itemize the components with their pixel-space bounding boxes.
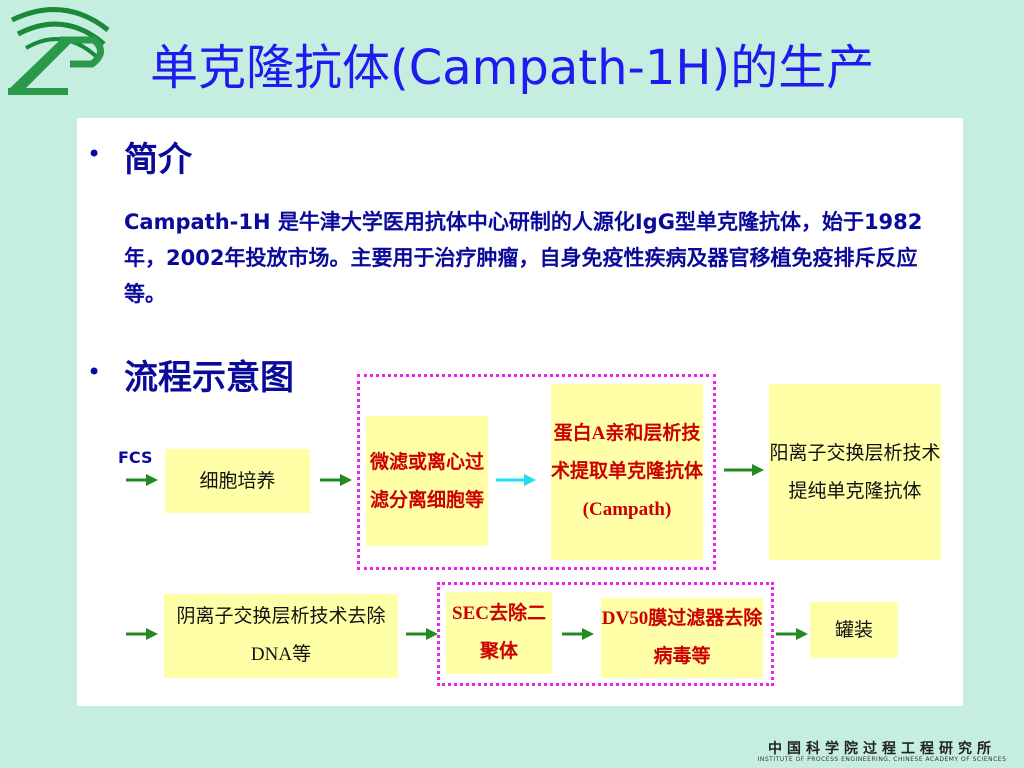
arrow-icon bbox=[562, 628, 594, 640]
intro-heading: 简介 bbox=[124, 140, 192, 180]
arrow-icon bbox=[724, 464, 764, 476]
arrow-icon bbox=[126, 628, 158, 640]
step-protein-a-affinity: 蛋白A亲和层析技术提取单克隆抗体(Campath) bbox=[551, 384, 703, 560]
institute-name-en: INSTITUTE OF PROCESS ENGINEERING, CHINES… bbox=[757, 756, 1007, 763]
arrow-icon bbox=[406, 628, 438, 640]
step-cell-separation: 微滤或离心过滤分离细胞等 bbox=[366, 416, 488, 546]
cyan-arrow-icon bbox=[496, 474, 536, 486]
step-cell-culture: 细胞培养 bbox=[165, 449, 310, 513]
institute-logo-icon bbox=[8, 7, 110, 95]
arrow-icon bbox=[126, 474, 158, 486]
dotted-frame-polish bbox=[437, 582, 774, 686]
page-title: 单克隆抗体(Campath-1H)的生产 bbox=[150, 40, 875, 96]
dotted-frame-capture bbox=[357, 374, 716, 570]
intro-text: Campath-1H 是牛津大学医用抗体中心研制的人源化IgG型单克隆抗体，始于… bbox=[124, 210, 923, 306]
step-sec-dimer-removal: SEC去除二聚体 bbox=[446, 592, 552, 674]
flow-bullet: • bbox=[87, 358, 102, 386]
arrow-icon bbox=[776, 628, 808, 640]
institute-name-cn: 中国科学院过程工程研究所 bbox=[768, 741, 996, 757]
step-cation-exchange: 阳离子交换层析技术提纯单克隆抗体 bbox=[769, 384, 941, 560]
step-anion-exchange: 阴离子交换层析技术去除DNA等 bbox=[164, 594, 398, 678]
institute-footer: 中国科学院过程工程研究所 INSTITUTE OF PROCESS ENGINE… bbox=[742, 735, 1022, 768]
arrow-icon bbox=[320, 474, 352, 486]
step-filling: 罐装 bbox=[810, 602, 898, 658]
fcs-label: FCS bbox=[118, 448, 153, 467]
step-dv50-virus-filtration: DV50膜过滤器去除病毒等 bbox=[601, 598, 763, 678]
flow-heading: 流程示意图 bbox=[124, 358, 294, 398]
intro-bullet: • bbox=[87, 140, 102, 168]
